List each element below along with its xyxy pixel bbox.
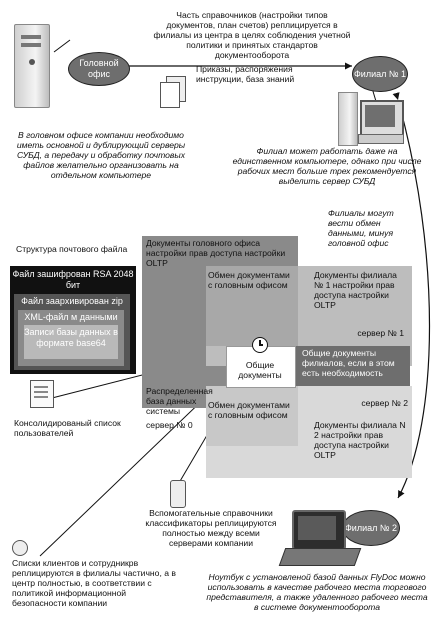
distributed-db-label: Распределенная база данных системы <box>146 386 213 416</box>
branch1-server-icon <box>338 92 358 146</box>
branches-exchange-note: Филиалы могут вести обмен данными, минуя… <box>328 208 394 248</box>
exchange-head-2-label: Обмен документами с головным офисом <box>208 400 290 420</box>
mail-xml-label: XML-файл м данными <box>24 312 118 322</box>
head-office-node: Головной офис <box>68 52 130 86</box>
common-branch-label: Общие документы филиалов, если в этом ес… <box>302 348 395 378</box>
laptop-note: Ноутбук с установленой базой данных FlyD… <box>206 572 428 612</box>
mail-encrypted-box: Файл зашифрован RSA 2048 бит Файл заархи… <box>10 266 136 374</box>
server1-label: сервер № 1 <box>357 328 404 338</box>
branch2-node: Филиал № 2 <box>342 510 400 546</box>
branch2-docs-label: Документы филиала N 2 настройки прав дос… <box>314 420 406 460</box>
head-office-note: В головном офисе компании необходимо име… <box>16 130 186 180</box>
common-docs-label: Общие документы <box>238 360 282 380</box>
branch1-docs-label: Документы филиала № 1 настройки прав дос… <box>314 270 397 310</box>
clients-icon <box>12 540 28 556</box>
server2-label: сервер № 2 <box>361 398 408 408</box>
server0-label: сервер № 0 <box>146 420 193 430</box>
mail-archived-label: Файл заархивирован zip <box>21 296 123 306</box>
mail-records-label: Записи базы данных в формате base64 <box>24 325 118 359</box>
branch-exchange-arrow <box>392 92 431 499</box>
replication-note: Часть справочников (настройки типов доку… <box>153 10 351 60</box>
mail-structure-title: Структура почтового файла <box>16 244 128 254</box>
monitor-icon <box>360 100 404 136</box>
clock-icon <box>252 337 268 353</box>
head-docs-label: Документы головного офиса настройки прав… <box>146 238 286 268</box>
common-branch-region <box>294 346 410 386</box>
overlap-head-branch2 <box>206 386 298 446</box>
mail-encrypted-label: Файл зашифрован RSA 2048 бит <box>12 269 134 290</box>
documents-icon <box>160 76 186 108</box>
users-list-note: Консолидированый список пользователей <box>14 418 121 438</box>
mail-xml-box: XML-файл м данными Записи базы данных в … <box>18 310 124 366</box>
branch1-note: Филиал может работать даже на единственн… <box>232 146 422 186</box>
overlap-head-branch1 <box>206 266 298 346</box>
aux-directory-note: Вспомогательные справочники классификато… <box>145 508 277 548</box>
keyboard-icon <box>358 134 404 144</box>
laptop-screen-icon <box>292 510 346 550</box>
aux-directory-icon <box>170 480 186 508</box>
laptop-base-icon <box>278 548 362 566</box>
server-link-line <box>53 39 71 53</box>
mail-archived-box: Файл заархивирован zip XML-файл м данным… <box>14 294 130 370</box>
docs-note: Приказы, распоряжения инструкции, база з… <box>196 64 295 84</box>
users-list-icon <box>30 380 54 408</box>
clients-note: Списки клиентов и сотрудникрв реплицирую… <box>12 558 176 608</box>
branch1-node: Филиал № 1 <box>352 56 408 92</box>
head-server-icon <box>14 24 50 108</box>
exchange-head-1-label: Обмен документами с головным офисом <box>208 270 290 290</box>
